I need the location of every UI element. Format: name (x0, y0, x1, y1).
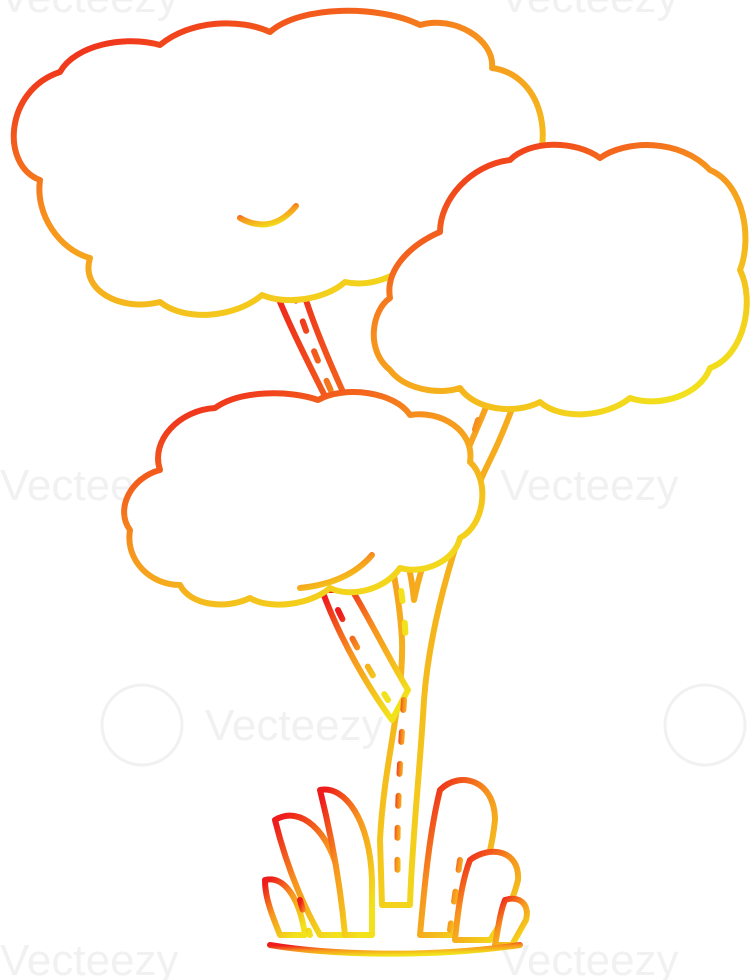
bark-marks (394, 697, 407, 893)
watermark-text: Vecteezy (500, 936, 679, 980)
bark-marks (335, 607, 391, 703)
grass-blade (262, 876, 308, 938)
canopy-right (370, 141, 750, 418)
watermark-text: Vecteezy (500, 0, 679, 22)
canopy-notch (237, 203, 299, 228)
canopy-left (121, 389, 486, 608)
watermark-text: Vecteezy (0, 936, 179, 980)
grass-blade (272, 812, 358, 938)
watermark-text: Vecteezy (500, 461, 679, 510)
watermark-badge-icon (663, 683, 747, 767)
watermark-text: Vecteezy (0, 0, 179, 22)
grass-detail (447, 857, 463, 933)
grass-blade (317, 786, 375, 938)
ground-line (267, 942, 523, 957)
canopy-notch (297, 552, 375, 591)
left-branch (319, 587, 411, 723)
watermark-text: Vecteezy (205, 701, 384, 750)
grass-detail (297, 897, 313, 938)
watermark-badge-icon (100, 683, 184, 767)
grass-tuft (262, 777, 530, 957)
